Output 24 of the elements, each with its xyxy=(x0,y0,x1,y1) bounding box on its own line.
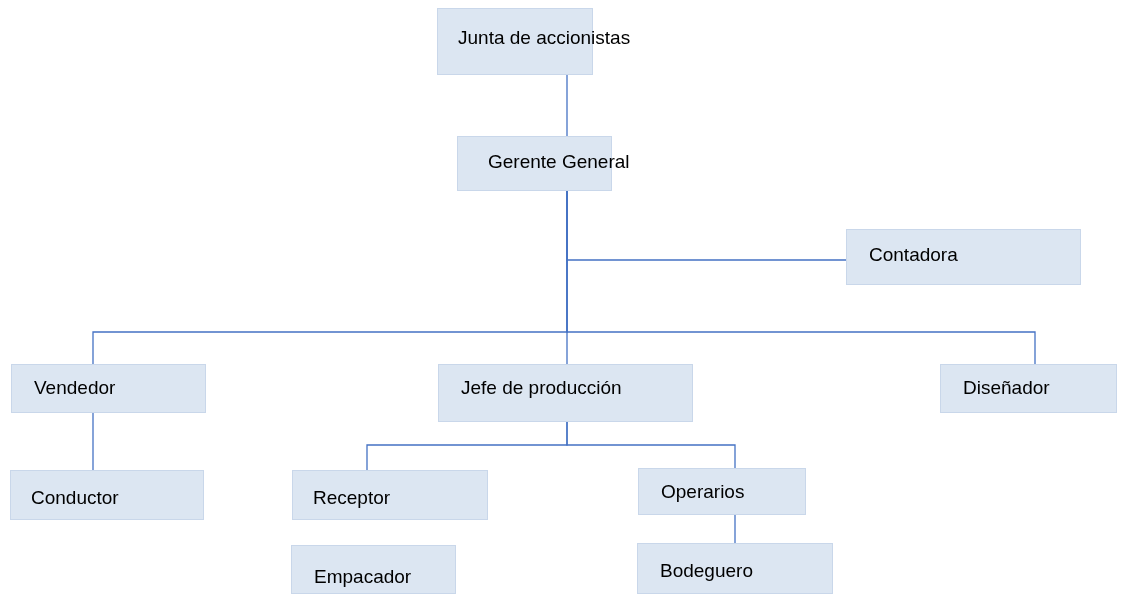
box-label: Receptor xyxy=(313,487,391,509)
box-label: Junta de accionistas xyxy=(458,27,631,49)
connector-line xyxy=(734,514,736,544)
org-box xyxy=(11,364,206,413)
org-box xyxy=(940,364,1117,413)
connector-line xyxy=(566,74,568,137)
box-label: Bodeguero xyxy=(660,560,753,582)
org-box xyxy=(638,468,806,515)
org-box xyxy=(637,543,833,594)
org-box xyxy=(291,545,456,594)
connector-line xyxy=(566,421,736,469)
box-label: Empacador xyxy=(314,566,412,588)
box-label: Contadora xyxy=(869,244,958,266)
box-label: Gerente General xyxy=(488,151,630,173)
box-label: Jefe de producción xyxy=(461,377,622,399)
org-box xyxy=(292,470,488,520)
box-label: Operarios xyxy=(661,481,745,503)
box-label: Vendedor xyxy=(34,377,116,399)
box-label: Diseñador xyxy=(963,377,1050,399)
org-box xyxy=(846,229,1081,285)
org-box xyxy=(438,364,693,422)
box-label: Conductor xyxy=(31,487,119,509)
connector-line xyxy=(92,412,94,471)
org-box xyxy=(10,470,204,520)
